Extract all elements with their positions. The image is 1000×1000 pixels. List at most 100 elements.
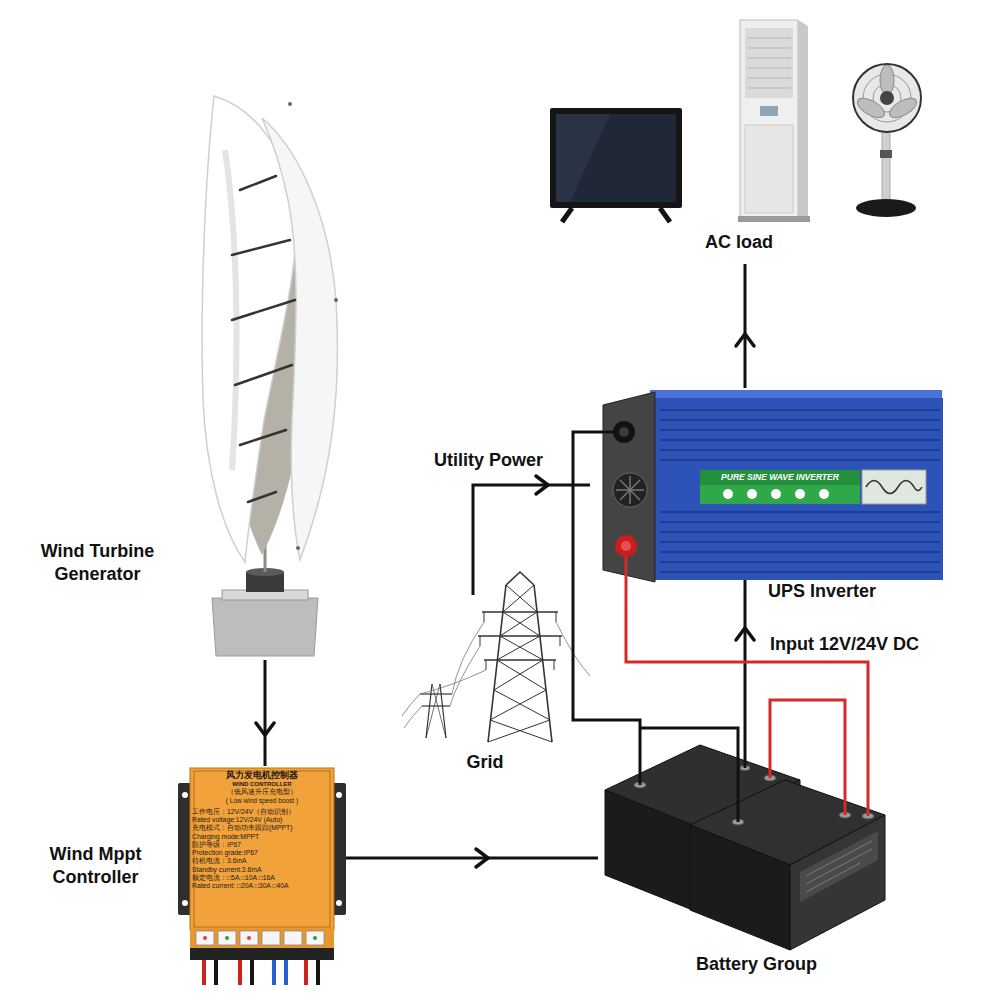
- battery-illustration-part-part: [806, 849, 872, 884]
- arrow-head: [536, 476, 548, 494]
- connector: [256, 660, 274, 766]
- arrow-head: [736, 628, 754, 640]
- battery-illustration-part: [634, 766, 874, 826]
- ac-load-illustration-part-part: [880, 65, 894, 95]
- ac-load-illustration-part-part: [747, 78, 791, 79]
- battery-illustration-part-part: [744, 740, 747, 768]
- ac-load-illustration-part: [745, 125, 793, 213]
- inverter-illustration-part-part: [771, 489, 781, 499]
- connector-line: [573, 432, 640, 740]
- wind-turbine-node: Wind Turbine Generator: [165, 85, 345, 660]
- ac-load-node: AC load: [540, 14, 930, 264]
- power-pylon-illustration-part-part: [500, 612, 537, 636]
- battery-illustration-part: [800, 831, 878, 902]
- wind-controller-illustration-part: [190, 928, 334, 950]
- ac-load-illustration-part: [760, 106, 778, 116]
- controller-spec-text: 工作电压：12V/24V（自动识别）: [192, 808, 332, 816]
- inverter-illustration-part-part: [660, 541, 940, 543]
- wind-controller-illustration: [178, 768, 346, 985]
- power-pylon-illustration-part: [478, 635, 562, 637]
- ac-load-illustration-part: [556, 114, 610, 202]
- inverter-illustration-part-part: [723, 489, 733, 499]
- battery-illustration-part-part: [806, 863, 860, 892]
- wind-controller-illustration-part-part: [240, 931, 258, 945]
- ac-load-illustration-part: [880, 91, 894, 105]
- wind-turbine-illustration-part-part: [232, 300, 295, 320]
- ac-load-illustration-part: [740, 20, 798, 218]
- wind-turbine-illustration: [202, 96, 338, 656]
- wind-controller-illustration-part: [190, 768, 334, 930]
- wind-controller-illustration-part: [225, 936, 317, 940]
- wind-controller-illustration-part: [182, 792, 188, 798]
- inverter-illustration-part: [603, 392, 655, 582]
- inverter-illustration-part: [613, 473, 647, 507]
- wind-controller-illustration-part-part: [225, 936, 229, 940]
- controller-spec-text: Charging mode:MPPT: [192, 833, 332, 841]
- wind-controller-illustration-part-part: [313, 936, 317, 940]
- ac-load-illustration-part: [550, 108, 682, 208]
- inverter-illustration-part-part: [660, 459, 940, 461]
- inverter-node: UPS InverterPURE SINE WAVE INVERTER: [590, 388, 945, 610]
- power-pylon-illustration-part-part: [402, 694, 420, 716]
- controller-spec-text: （低风速升压充电型）: [192, 788, 332, 797]
- controller-panel: 风力发电机控制器WIND CONTROLLER（低风速升压充电型）( Low w…: [192, 770, 332, 928]
- battery-illustration-part-part: [806, 841, 872, 876]
- power-pylon-illustration-part-part: [452, 622, 484, 694]
- wind-turbine-illustration-part-part: [248, 492, 276, 502]
- grid-node: Grid: [415, 595, 565, 777]
- connector: [346, 849, 598, 867]
- ac-load-illustration-part-part: [747, 68, 791, 69]
- wind-controller-illustration-part: [190, 948, 334, 960]
- connector-line: [626, 610, 868, 740]
- battery-illustration-part-part: [867, 740, 870, 816]
- battery-illustration-part-part: [639, 740, 642, 785]
- controller-spec-text: 风力发电机控制器: [192, 770, 332, 781]
- power-pylon-illustration-part-part: [506, 585, 537, 612]
- power-pylon-illustration-part: [484, 659, 556, 661]
- inverter-illustration-part: [700, 470, 860, 504]
- inverter-illustration-part: [862, 470, 926, 504]
- wind-controller-illustration-part-part: [196, 931, 214, 945]
- power-pylon-illustration-part: [422, 705, 450, 706]
- power-pylon-illustration-part-part: [560, 636, 561, 646]
- ac-load-illustration: [550, 20, 921, 222]
- power-pylon-illustration-part: [480, 585, 560, 742]
- inverter-illustration-part-part: [660, 561, 940, 563]
- wind-controller-illustration-part-part: [262, 931, 280, 945]
- power-pylon-illustration-part-part: [484, 612, 485, 622]
- power-pylon-illustration-part-part: [494, 690, 550, 720]
- inverter-illustration-part: [866, 481, 922, 494]
- wind-controller-illustration-part-part: [284, 960, 288, 985]
- power-pylon-illustration-part-part: [490, 690, 546, 720]
- controller-spec-text: WIND CONTROLLER: [192, 781, 332, 788]
- inverter-illustration-part: [621, 541, 631, 551]
- inverter-illustration-part: [619, 427, 629, 437]
- wind-controller-illustration-part: [203, 936, 251, 940]
- power-pylon-illustration-part-part: [486, 660, 487, 670]
- wind-controller-illustration-part-part: [272, 960, 276, 985]
- controller-spec-text: Rated current: □20A □30A □40A: [192, 882, 332, 890]
- power-pylon-illustration: [402, 572, 590, 742]
- power-pylon-illustration-part-part: [497, 636, 540, 660]
- node-label: Grid: [410, 751, 560, 774]
- ac-load-illustration-part: [738, 216, 810, 222]
- inverter-illustration-part-part: [747, 489, 757, 499]
- power-pylon-illustration-part-part: [450, 646, 480, 706]
- inverter-illustration-part-part: [660, 419, 940, 421]
- inverter-illustration-part: [625, 557, 628, 610]
- wind-turbine-illustration-part-part: [240, 176, 276, 190]
- inverter-illustration-part-part: [660, 551, 940, 553]
- battery-illustration-part: [790, 815, 885, 950]
- inverter-illustration-part: [590, 431, 613, 434]
- inverter-illustration-part: [615, 535, 637, 557]
- ac-load-illustration-part: [660, 208, 670, 222]
- node-label: AC load: [705, 231, 773, 254]
- power-pylon-illustration-part-part: [420, 670, 486, 694]
- wind-turbine-illustration-part-part: [232, 240, 290, 255]
- power-pylon-illustration-part: [426, 684, 446, 738]
- power-pylon-illustration-part-part: [556, 612, 557, 622]
- power-pylon-illustration-part-part: [490, 720, 552, 742]
- wind-controller-illustration-part-part: [306, 931, 324, 945]
